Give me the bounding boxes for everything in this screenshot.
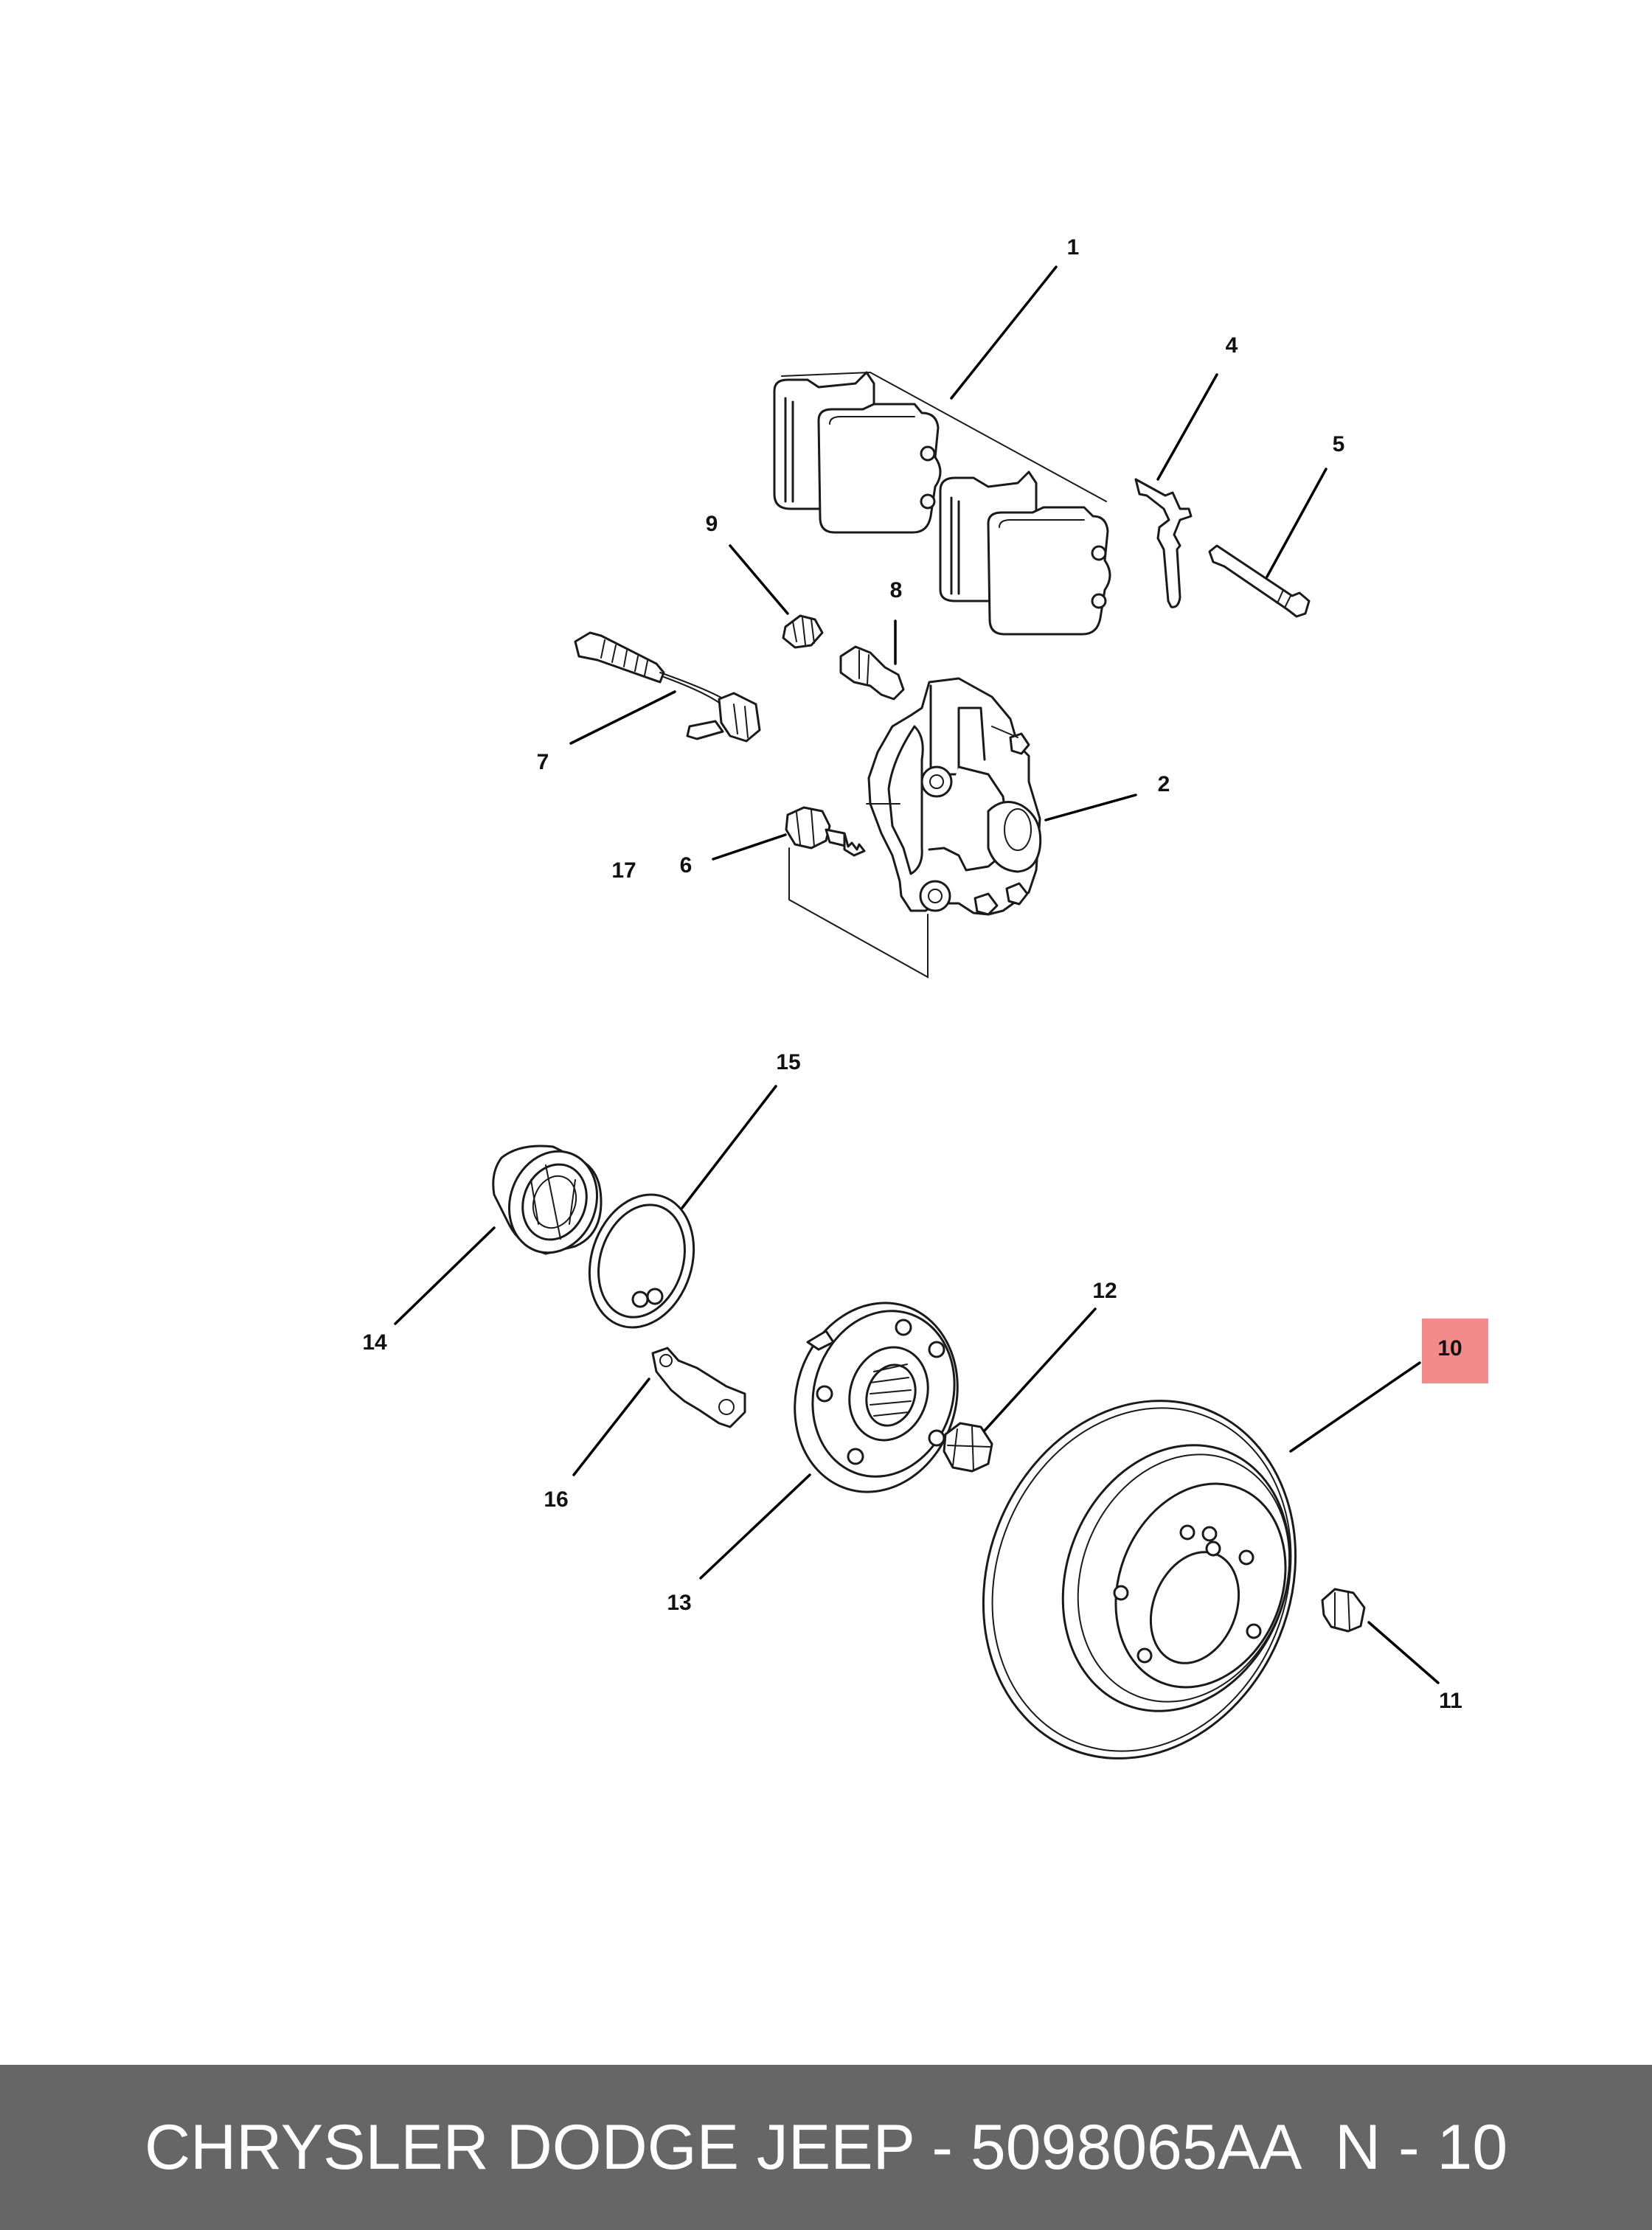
callout-16[interactable]: 16 (544, 1487, 568, 1512)
callout-13[interactable]: 13 (667, 1591, 691, 1615)
callout-8[interactable]: 8 (890, 578, 903, 602)
wear-sensor-wire (574, 631, 761, 743)
callout-5[interactable]: 5 (1333, 432, 1345, 456)
shield-bracket (651, 1347, 746, 1428)
caliper-bolt (785, 806, 929, 979)
spring-clip (1134, 478, 1193, 608)
brand-part-number: CHRYSLER DODGE JEEP - 5098065AA (145, 2111, 1302, 2183)
bleeder-screw (839, 645, 905, 701)
part-info-footer: CHRYSLER DODGE JEEP - 5098065AA N - 10 (0, 2065, 1652, 2230)
brake-pads-set (773, 371, 1111, 636)
callout-4[interactable]: 4 (1226, 333, 1238, 358)
bolt-9 (782, 614, 824, 649)
callout-reference: N - 10 (1335, 2111, 1508, 2183)
brake-caliper (866, 677, 1042, 916)
brake-rotor (982, 1400, 1297, 1760)
exploded-parts-diagram: 1 2 4 5 6 7 8 9 10 11 12 13 14 15 16 17 (362, 235, 1488, 1760)
leader-lines (394, 265, 1440, 1684)
callout-7[interactable]: 7 (537, 750, 549, 774)
wheel-hub (794, 1302, 959, 1493)
callout-10[interactable]: 10 (1437, 1336, 1462, 1361)
guide-pin (1208, 544, 1311, 618)
callout-1[interactable]: 1 (1067, 235, 1080, 260)
callout-6[interactable]: 6 (680, 853, 693, 878)
callout-12[interactable]: 12 (1092, 1279, 1117, 1303)
callout-9[interactable]: 9 (706, 512, 718, 536)
rotor-screw (1321, 1588, 1366, 1633)
callout-labels: 1 2 4 5 6 7 8 9 10 11 12 13 14 15 16 17 (362, 235, 1462, 1713)
callout-17[interactable]: 17 (611, 858, 636, 883)
snap-ring (588, 1193, 695, 1329)
wheel-bearing (492, 1144, 603, 1255)
callout-11[interactable]: 11 (1439, 1689, 1462, 1713)
callout-14[interactable]: 14 (362, 1330, 387, 1355)
callout-15[interactable]: 15 (776, 1050, 800, 1074)
highlight-box (1422, 1319, 1488, 1383)
callout-2[interactable]: 2 (1158, 772, 1170, 796)
hub-nut (943, 1422, 993, 1473)
